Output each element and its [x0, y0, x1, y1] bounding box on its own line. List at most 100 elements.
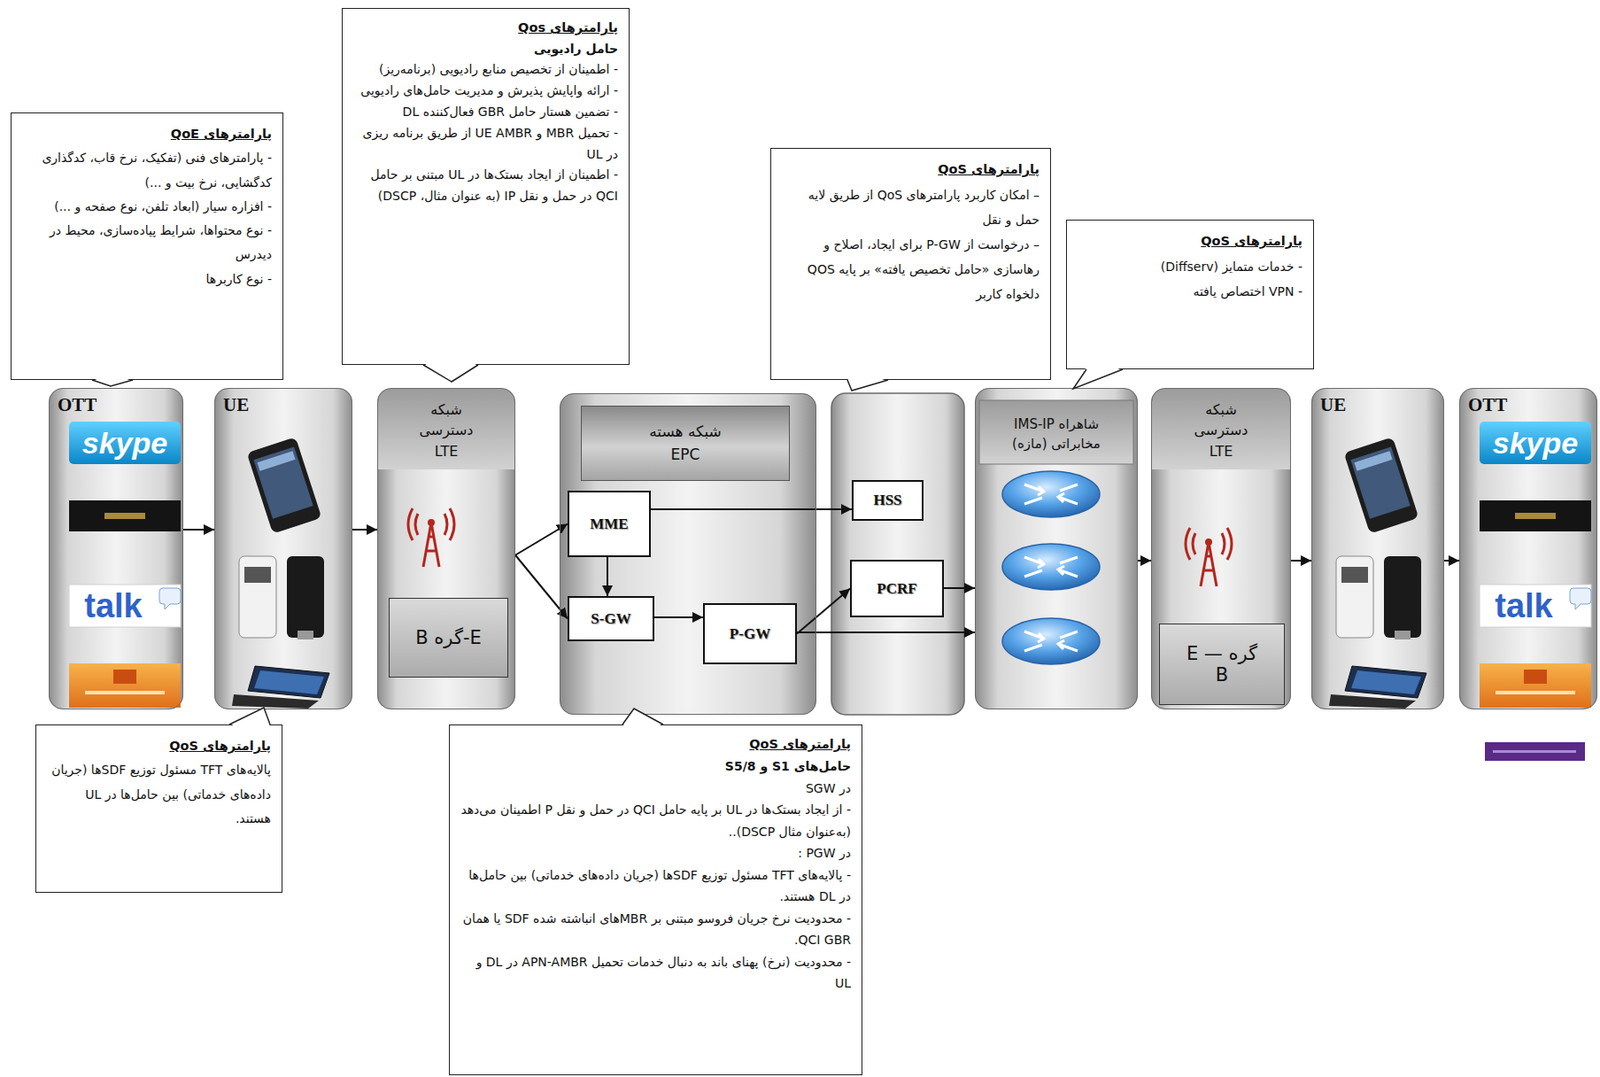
callout-text: - VPN اختصاص یافته — [1077, 278, 1303, 304]
box-label: S-GW — [590, 610, 631, 628]
column-title: شبکه هسته EPC — [636, 420, 735, 466]
mme-box: MME — [567, 490, 651, 557]
callout-tail-fill — [1073, 367, 1123, 390]
qoe-callout: پارامترهای QoE- پارامترهای فنی (تفکیک، ن… — [10, 112, 284, 380]
column-header: شاهراه IMS-IP مخابراتی (مازه) — [981, 402, 1132, 465]
connector-arrow — [1444, 559, 1460, 562]
callout-heading: پارامترهای QoS — [781, 156, 1040, 183]
logo-text: talk — [1494, 587, 1553, 626]
callout-body: پارامترهای Qosحامل رادیویی- اطمینان از ت… — [342, 8, 629, 215]
box-label: E-گره B — [415, 626, 482, 649]
column-title: UE — [1320, 394, 1346, 417]
callout-tail-fill — [229, 707, 271, 727]
callout-heading: پارامترهای QoE — [22, 121, 272, 147]
access-network-column: شبکه دسترسی LTE E-گره B — [377, 387, 516, 710]
box-label: گره — E B — [1185, 642, 1259, 686]
callout-subheading: حامل رادیویی — [353, 38, 619, 61]
callout-body: پارامترهای QoSپالایه‌های TFT مسئول توزیع… — [36, 725, 282, 838]
callout-tail — [622, 708, 664, 725]
column-title: شبکه دسترسی LTE — [1185, 399, 1257, 462]
callout-text: - از ایجاد بستک‌ها در UL بر پایه حامل QC… — [460, 798, 851, 843]
callout-text: - اطمینان از ایجاد بستک‌ها در UL مبتنی ب… — [353, 164, 619, 208]
callout-text: پالایه‌های TFT مسئول توزیع SDFها (جریان … — [46, 757, 271, 831]
callout-tail-fill — [622, 708, 664, 727]
callout-text: - تضمین هستار حامل GBR فعال‌کننده DL — [353, 101, 619, 124]
connector-arrow — [654, 616, 704, 619]
box-label: P-GW — [729, 625, 771, 643]
column-title: شبکه دسترسی LTE — [410, 399, 482, 462]
qos-callout: پارامترهای QoS– امکان کاربرد پارامترهای … — [770, 147, 1052, 380]
enodeb-box: E-گره B — [388, 597, 509, 678]
connector-arrow — [183, 528, 215, 531]
column-title: OTT — [1468, 394, 1508, 417]
logo-text: skype — [1492, 425, 1578, 461]
column-header: شبکه دسترسی LTE — [1151, 392, 1291, 469]
callout-tail — [423, 364, 479, 382]
column-title: OTT — [57, 394, 97, 417]
callout-text: - پالایه‌های TFT مسئول توزیع SDFها (جریا… — [460, 864, 851, 908]
callout-text: - خدمات متمایز (Diffserv) — [1077, 254, 1303, 279]
qos-callout: پارامترهای QoS- خدمات متمایز (Diffserv)-… — [1066, 219, 1315, 370]
connector-arrow — [796, 588, 851, 634]
callout-text: – درخواست از P-GW برای ایجاد، اصلاح و ره… — [781, 231, 1040, 307]
logo-text: talk — [84, 587, 142, 626]
callout-text: - محدودیت نرخ جریان فروسو مبتنی بر MBRها… — [460, 907, 851, 951]
column-header: OTT — [1468, 394, 1508, 417]
pcrf-box: PCRF — [850, 559, 944, 618]
column-header: شبکه دسترسی LTE — [378, 392, 515, 469]
callout-text: - محدودیت (نرخ) پهنای باند به دنبال خدما… — [460, 950, 851, 995]
callout-body: پارامترهای QoE- پارامترهای فنی (تفکیک، ن… — [11, 113, 283, 299]
callout-heading: پارامترهای Qos — [353, 16, 619, 39]
qos-callout: پارامترهای QoSپالایه‌های TFT مسئول توزیع… — [35, 724, 283, 893]
callout-text: - افزاره سیار (ابعاد تلفن، نوع صفحه و ..… — [22, 194, 272, 219]
callout-text: – امکان کاربرد پارامترهای QoS از طریق لا… — [781, 182, 1040, 232]
callout-heading: پارامترهای QoS — [1077, 228, 1303, 255]
callout-text: در SGW — [460, 777, 851, 800]
pgw-box: P-GW — [703, 602, 797, 665]
callout-tail-fill — [847, 378, 889, 392]
callout-text: - نوع کاربرها — [22, 267, 272, 292]
callout-body: پارامترهای QoS- خدمات متمایز (Diffserv)-… — [1066, 220, 1314, 311]
box-label: MME — [589, 515, 628, 534]
connector-arrow — [1137, 559, 1152, 562]
callout-text: - پارامترهای فنی (تفکیک، نرخ قاب، کدگذار… — [22, 146, 272, 195]
connector-arrow — [606, 556, 609, 596]
column-title: شاهراه IMS-IP مخابراتی (مازه) — [989, 414, 1123, 455]
sgw-box: S-GW — [567, 595, 655, 642]
ue-column: UE — [214, 387, 353, 710]
connector-arrow — [796, 631, 975, 634]
callout-tail — [229, 707, 271, 725]
callout-tail-fill — [92, 378, 133, 387]
callout-subheading: حامل‌های S1 و S5/8 — [460, 755, 851, 778]
column-title: UE — [223, 394, 249, 417]
connector-arrow — [352, 528, 378, 531]
logo-box: talk — [1479, 584, 1569, 627]
callout-tail-fill — [423, 363, 479, 383]
logo-box: skype — [1479, 421, 1592, 464]
callout-heading: پارامترهای QoS — [46, 733, 271, 758]
connector-arrow — [650, 508, 852, 511]
logo-box: talk — [69, 584, 158, 627]
callout-text: - ارائه واپایش پذیرش و مدیریت حامل‌های ر… — [353, 80, 619, 102]
callout-tail — [847, 379, 889, 391]
core-network-column: شبکه هسته EPC MME S-GW P-GW — [559, 393, 817, 715]
enodeb-box: گره — E B — [1159, 623, 1285, 705]
column-header: OTT — [57, 394, 97, 417]
callout-text: - نوع محتواها، شرایط پیاده‌سازی، محیط در… — [22, 218, 272, 268]
ue-column: UE — [1311, 387, 1445, 710]
callout-text: در PGW : — [460, 842, 851, 865]
callout-text: - اطمینان از تخصیص منابع رادیویی (برنامه… — [353, 59, 619, 81]
callout-heading: پارامترهای QoS — [460, 733, 851, 756]
qos-callout: پارامترهای Qosحامل رادیویی- اطمینان از ت… — [341, 7, 630, 365]
callout-body: پارامترهای QoS– امکان کاربرد پارامترهای … — [771, 148, 1051, 314]
logo-text: skype — [82, 425, 168, 461]
core-network-header: شبکه هسته EPC — [580, 405, 790, 481]
ims-backbone-column: شاهراه IMS-IP مخابراتی (مازه) — [974, 387, 1138, 710]
logo-box: skype — [69, 421, 181, 464]
callout-body: پارامترهای QoSحامل‌های S1 و S5/8در SGW- … — [449, 725, 862, 1002]
callout-tail — [1073, 369, 1123, 389]
callout-tail — [92, 379, 133, 387]
hss-box: HSS — [851, 479, 924, 521]
access-network-column: شبکه دسترسی LTE گره — E B — [1151, 387, 1291, 710]
